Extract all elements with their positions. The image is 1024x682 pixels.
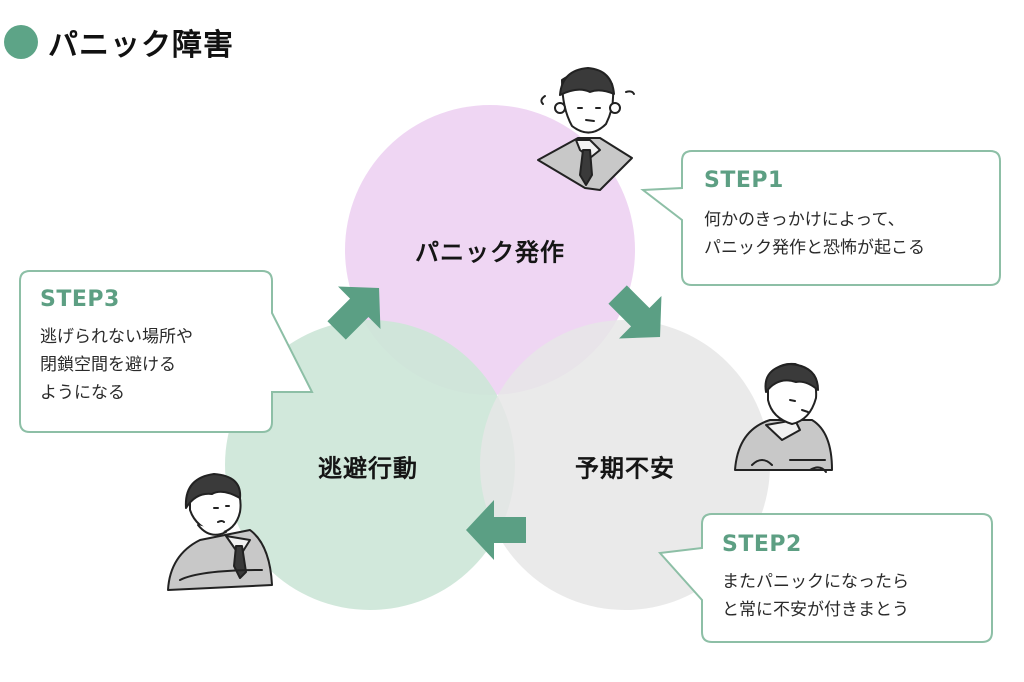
pensive-man-illustration: [167, 473, 273, 591]
node-label-panic-attack: パニック発作: [415, 238, 565, 267]
step2-text: またパニックになったら と常に不安が付きまとう: [722, 568, 909, 624]
step3-title: STEP3: [40, 287, 120, 312]
step1-line-2: パニック発作と恐怖が起こる: [704, 238, 925, 258]
node-label-anticipatory-anxiety: 予期不安: [575, 454, 675, 483]
circle-anticipatory-anxiety: [480, 320, 770, 610]
arrow-down-right-icon: [608, 285, 662, 339]
step1-line-1: 何かのきっかけによって、: [704, 210, 905, 230]
step3-line-3: ようになる: [40, 383, 125, 403]
arrow-left-icon: [466, 500, 526, 560]
page-header: パニック障害: [4, 20, 234, 64]
step3-text: 逃げられない場所や 閉鎖空間を避ける ようになる: [40, 323, 193, 407]
anxious-man-illustration: [734, 362, 833, 473]
title-bullet-icon: [4, 25, 38, 59]
page-title: パニック障害: [48, 28, 234, 63]
step2-line-1: またパニックになったら: [722, 572, 909, 592]
step2-callout-border: [657, 513, 993, 643]
step1-text: 何かのきっかけによって、 パニック発作と恐怖が起こる: [704, 206, 925, 262]
step2-title: STEP2: [722, 532, 802, 557]
step3-line-1: 逃げられない場所や: [40, 327, 193, 347]
arrow-up-right-icon: [327, 286, 381, 340]
node-label-avoidance: 逃避行動: [318, 454, 418, 483]
step3-line-2: 閉鎖空間を避ける: [40, 355, 176, 375]
step1-title: STEP1: [704, 168, 784, 193]
step3-callout-border: [19, 270, 314, 433]
step2-line-2: と常に不安が付きまとう: [722, 600, 909, 620]
circle-panic-attack: [345, 105, 635, 395]
step1-callout-border: [640, 150, 1001, 286]
worried-man-illustration: [537, 67, 635, 191]
